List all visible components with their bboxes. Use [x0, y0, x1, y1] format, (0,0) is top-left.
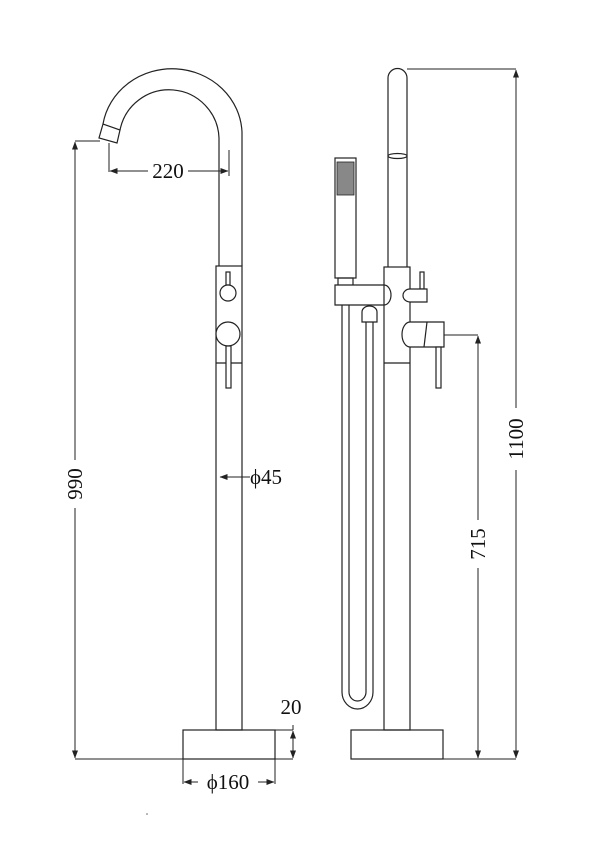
hose	[341, 305, 378, 710]
dimension-spout-height: 990	[63, 140, 293, 760]
shower-holder	[334, 284, 392, 306]
mixer-handle	[215, 321, 241, 389]
spout-reach-label: 220	[152, 159, 184, 183]
dimension-spout-reach: 220	[108, 143, 230, 183]
total-height-label: 1100	[504, 418, 528, 459]
front-base	[182, 729, 276, 760]
tall-riser	[387, 67, 408, 267]
dimension-base-height: 20	[275, 695, 302, 759]
dimension-pipe-diameter: ϕ45	[219, 465, 282, 489]
pipe-diameter-label: ϕ45	[250, 465, 282, 489]
hand-shower	[334, 157, 357, 287]
spout	[98, 68, 243, 266]
dimension-total-height: 1100	[407, 68, 528, 759]
side-base	[350, 729, 444, 760]
base-diameter-label: ϕ160	[207, 770, 250, 794]
front-view: 220 990 ϕ45 20 ϕ160	[63, 68, 302, 815]
side-mixer-handle	[401, 321, 445, 389]
side-diverter-knob	[402, 271, 428, 303]
spout-height-label: 990	[63, 468, 87, 500]
stray-dot	[146, 813, 148, 815]
dimension-mixer-height: 715	[444, 334, 490, 759]
base-height-label: 20	[281, 695, 302, 719]
side-view: 715 1100	[334, 67, 528, 760]
mixer-height-label: 715	[466, 528, 490, 560]
diverter-knob	[219, 271, 237, 302]
dimension-base-diameter: ϕ160	[182, 759, 276, 794]
